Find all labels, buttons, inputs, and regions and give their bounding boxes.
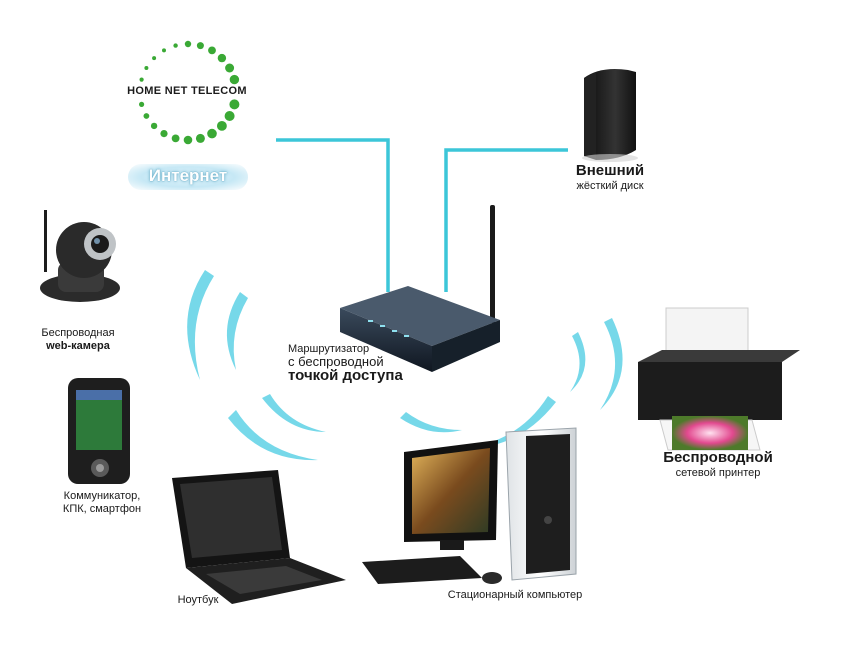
logo-dot — [162, 48, 166, 53]
logo-dot — [160, 130, 168, 138]
logo-dot — [217, 53, 227, 63]
internet-label: Интернет — [148, 166, 228, 185]
logo-dot — [195, 133, 205, 143]
logo-dot — [171, 134, 180, 143]
logo-dot — [229, 74, 240, 85]
internet-badge — [128, 164, 248, 190]
logo-dot — [144, 66, 149, 70]
logo-dots — [139, 40, 240, 145]
logo-dot — [152, 56, 157, 61]
logo-dot — [225, 63, 235, 73]
router-image — [340, 205, 500, 372]
phone-label: Коммуникатор, КПК, смартфон — [62, 490, 142, 515]
wifi-waves — [187, 270, 623, 472]
logo-dot — [143, 113, 150, 119]
printer-label: Беспроводной сетевой принтер — [663, 449, 773, 479]
link-internet-router — [276, 138, 390, 292]
logo-dot — [139, 101, 145, 107]
logo-dot — [224, 111, 235, 121]
router-label: Маршрутизатор с беспроводной точкой дост… — [288, 343, 403, 384]
external-disk-image — [582, 69, 638, 162]
logo-dot — [207, 128, 217, 139]
logo-text: HOME NET TELECOM — [127, 85, 247, 97]
logo-dot — [183, 135, 193, 145]
smartphone-image — [68, 378, 130, 484]
logo-dot — [196, 42, 204, 50]
printer-image — [638, 307, 800, 451]
logo-dot — [139, 77, 144, 82]
external-disk-label: Внешний жёсткий диск — [575, 162, 645, 192]
desktop-label: Стационарный компьютер — [447, 589, 583, 601]
webcam-image — [40, 210, 120, 302]
camera-label: Беспроводная web-камера — [41, 327, 115, 352]
laptop-image — [172, 470, 346, 604]
laptop-label: Ноутбук — [177, 594, 219, 606]
logo-dot — [173, 43, 178, 48]
logo-dot — [184, 40, 192, 48]
link-disk-router — [444, 148, 568, 292]
desktop-image — [362, 427, 577, 584]
logo-dot — [208, 46, 216, 55]
logo-dot — [150, 122, 158, 130]
logo-dot — [217, 121, 227, 131]
logo-dot — [229, 99, 240, 110]
